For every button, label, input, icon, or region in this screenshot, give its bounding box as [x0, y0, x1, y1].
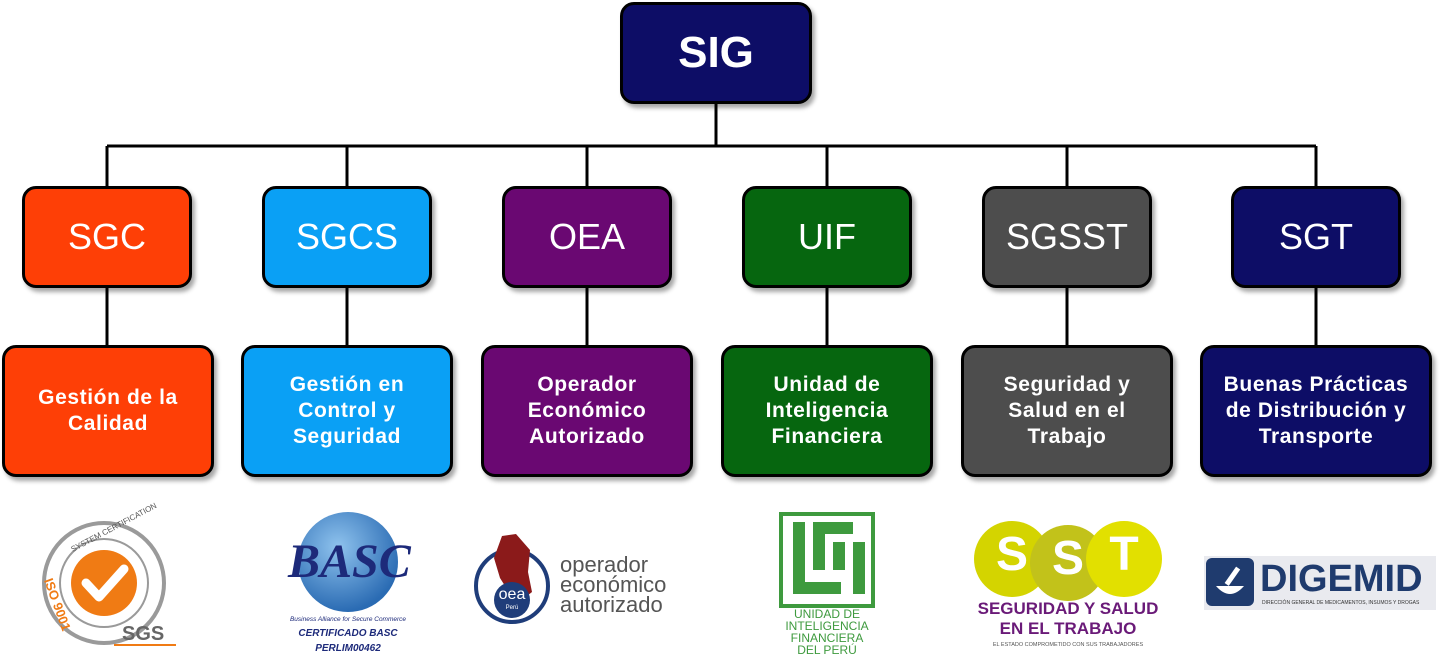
oea-line-2: económico [560, 572, 667, 597]
system-code: OEA [548, 216, 626, 257]
description-node-sgc: Gestión de la Calidad [2, 345, 214, 477]
digemid-logo: DIGEMID DIRECCIÓN GENERAL DE MEDICAMENTO… [1204, 556, 1436, 610]
system-code: SGC [67, 216, 146, 257]
sst-letter-2: S [1051, 532, 1084, 585]
system-node-sgsst: SGSST [982, 186, 1152, 288]
root-label: SIG [678, 28, 754, 77]
system-description: Seguridad y Salud en el Trabajo [1003, 373, 1131, 448]
sst-letter-3: T [1109, 528, 1139, 581]
system-description: Buenas Prácticas de Distribución y Trans… [1223, 373, 1409, 448]
system-code: SGT [1278, 216, 1353, 257]
basc-certificate: CERTIFICADO BASC [298, 628, 398, 639]
sst-logo: S S T SEGURIDAD Y SALUD EN EL TRABAJO EL… [972, 517, 1164, 658]
sst-letter-1: S [995, 528, 1028, 581]
oea-country: Perú [505, 605, 519, 611]
basc-logo: BASC Business Alliance for Secure Commer… [278, 510, 418, 658]
digemid-name: DIGEMID [1260, 558, 1423, 600]
sgs-iso9001-logo: SYSTEM CERTIFICATION ISO 9001 SGS [36, 501, 178, 655]
system-description: Unidad de Inteligencia Financiera [765, 373, 889, 448]
description-node-oea: Operador Económico Autorizado [481, 345, 693, 477]
uif-logo: UNIDAD DE INTELIGENCIA FINANCIERA DEL PE… [779, 512, 875, 658]
oea-line-1: operador [560, 552, 649, 577]
uif-line-2: INTELIGENCIA [785, 619, 869, 633]
system-code: UIF [798, 216, 856, 257]
uif-line-4: DEL PERÚ [797, 643, 857, 657]
oea-logo: oea Perú operador económico autorizado [472, 528, 692, 628]
system-description: Gestión en Control y Seguridad [289, 373, 405, 448]
basc-code: PERLIM00462 [315, 643, 381, 654]
sgs-brand-text: SGS [122, 623, 165, 645]
system-node-oea: OEA [502, 186, 672, 288]
description-node-sgsst: Seguridad y Salud en el Trabajo [961, 345, 1173, 477]
digemid-tagline: DIRECCIÓN GENERAL DE MEDICAMENTOS, INSUM… [1262, 600, 1420, 606]
basc-tagline: Business Alliance for Secure Commerce [289, 616, 407, 623]
system-description: Gestión de la Calidad [38, 386, 178, 435]
sst-title-1: SEGURIDAD Y SALUD [977, 599, 1159, 618]
root-node-sig: SIG [620, 2, 812, 104]
description-node-uif: Unidad de Inteligencia Financiera [721, 345, 933, 477]
sst-title-2: EN EL TRABAJO [999, 619, 1137, 638]
oea-mark: oea [498, 586, 526, 603]
sst-tagline: EL ESTADO COMPROMETIDO CON SUS TRABAJADO… [992, 642, 1144, 648]
oea-line-3: autorizado [560, 592, 663, 617]
uif-line-1: UNIDAD DE [793, 607, 860, 621]
description-node-sgt: Buenas Prácticas de Distribución y Trans… [1200, 345, 1432, 477]
system-description: Operador Económico Autorizado [527, 373, 647, 448]
basc-mark: BASC [288, 535, 411, 588]
system-code: SGSST [1005, 216, 1129, 257]
system-node-sgt: SGT [1231, 186, 1401, 288]
uif-line-3: FINANCIERA [790, 631, 864, 645]
system-code: SGCS [295, 216, 399, 257]
system-node-sgcs: SGCS [262, 186, 432, 288]
system-node-sgc: SGC [22, 186, 192, 288]
system-node-uif: UIF [742, 186, 912, 288]
description-node-sgcs: Gestión en Control y Seguridad [241, 345, 453, 477]
